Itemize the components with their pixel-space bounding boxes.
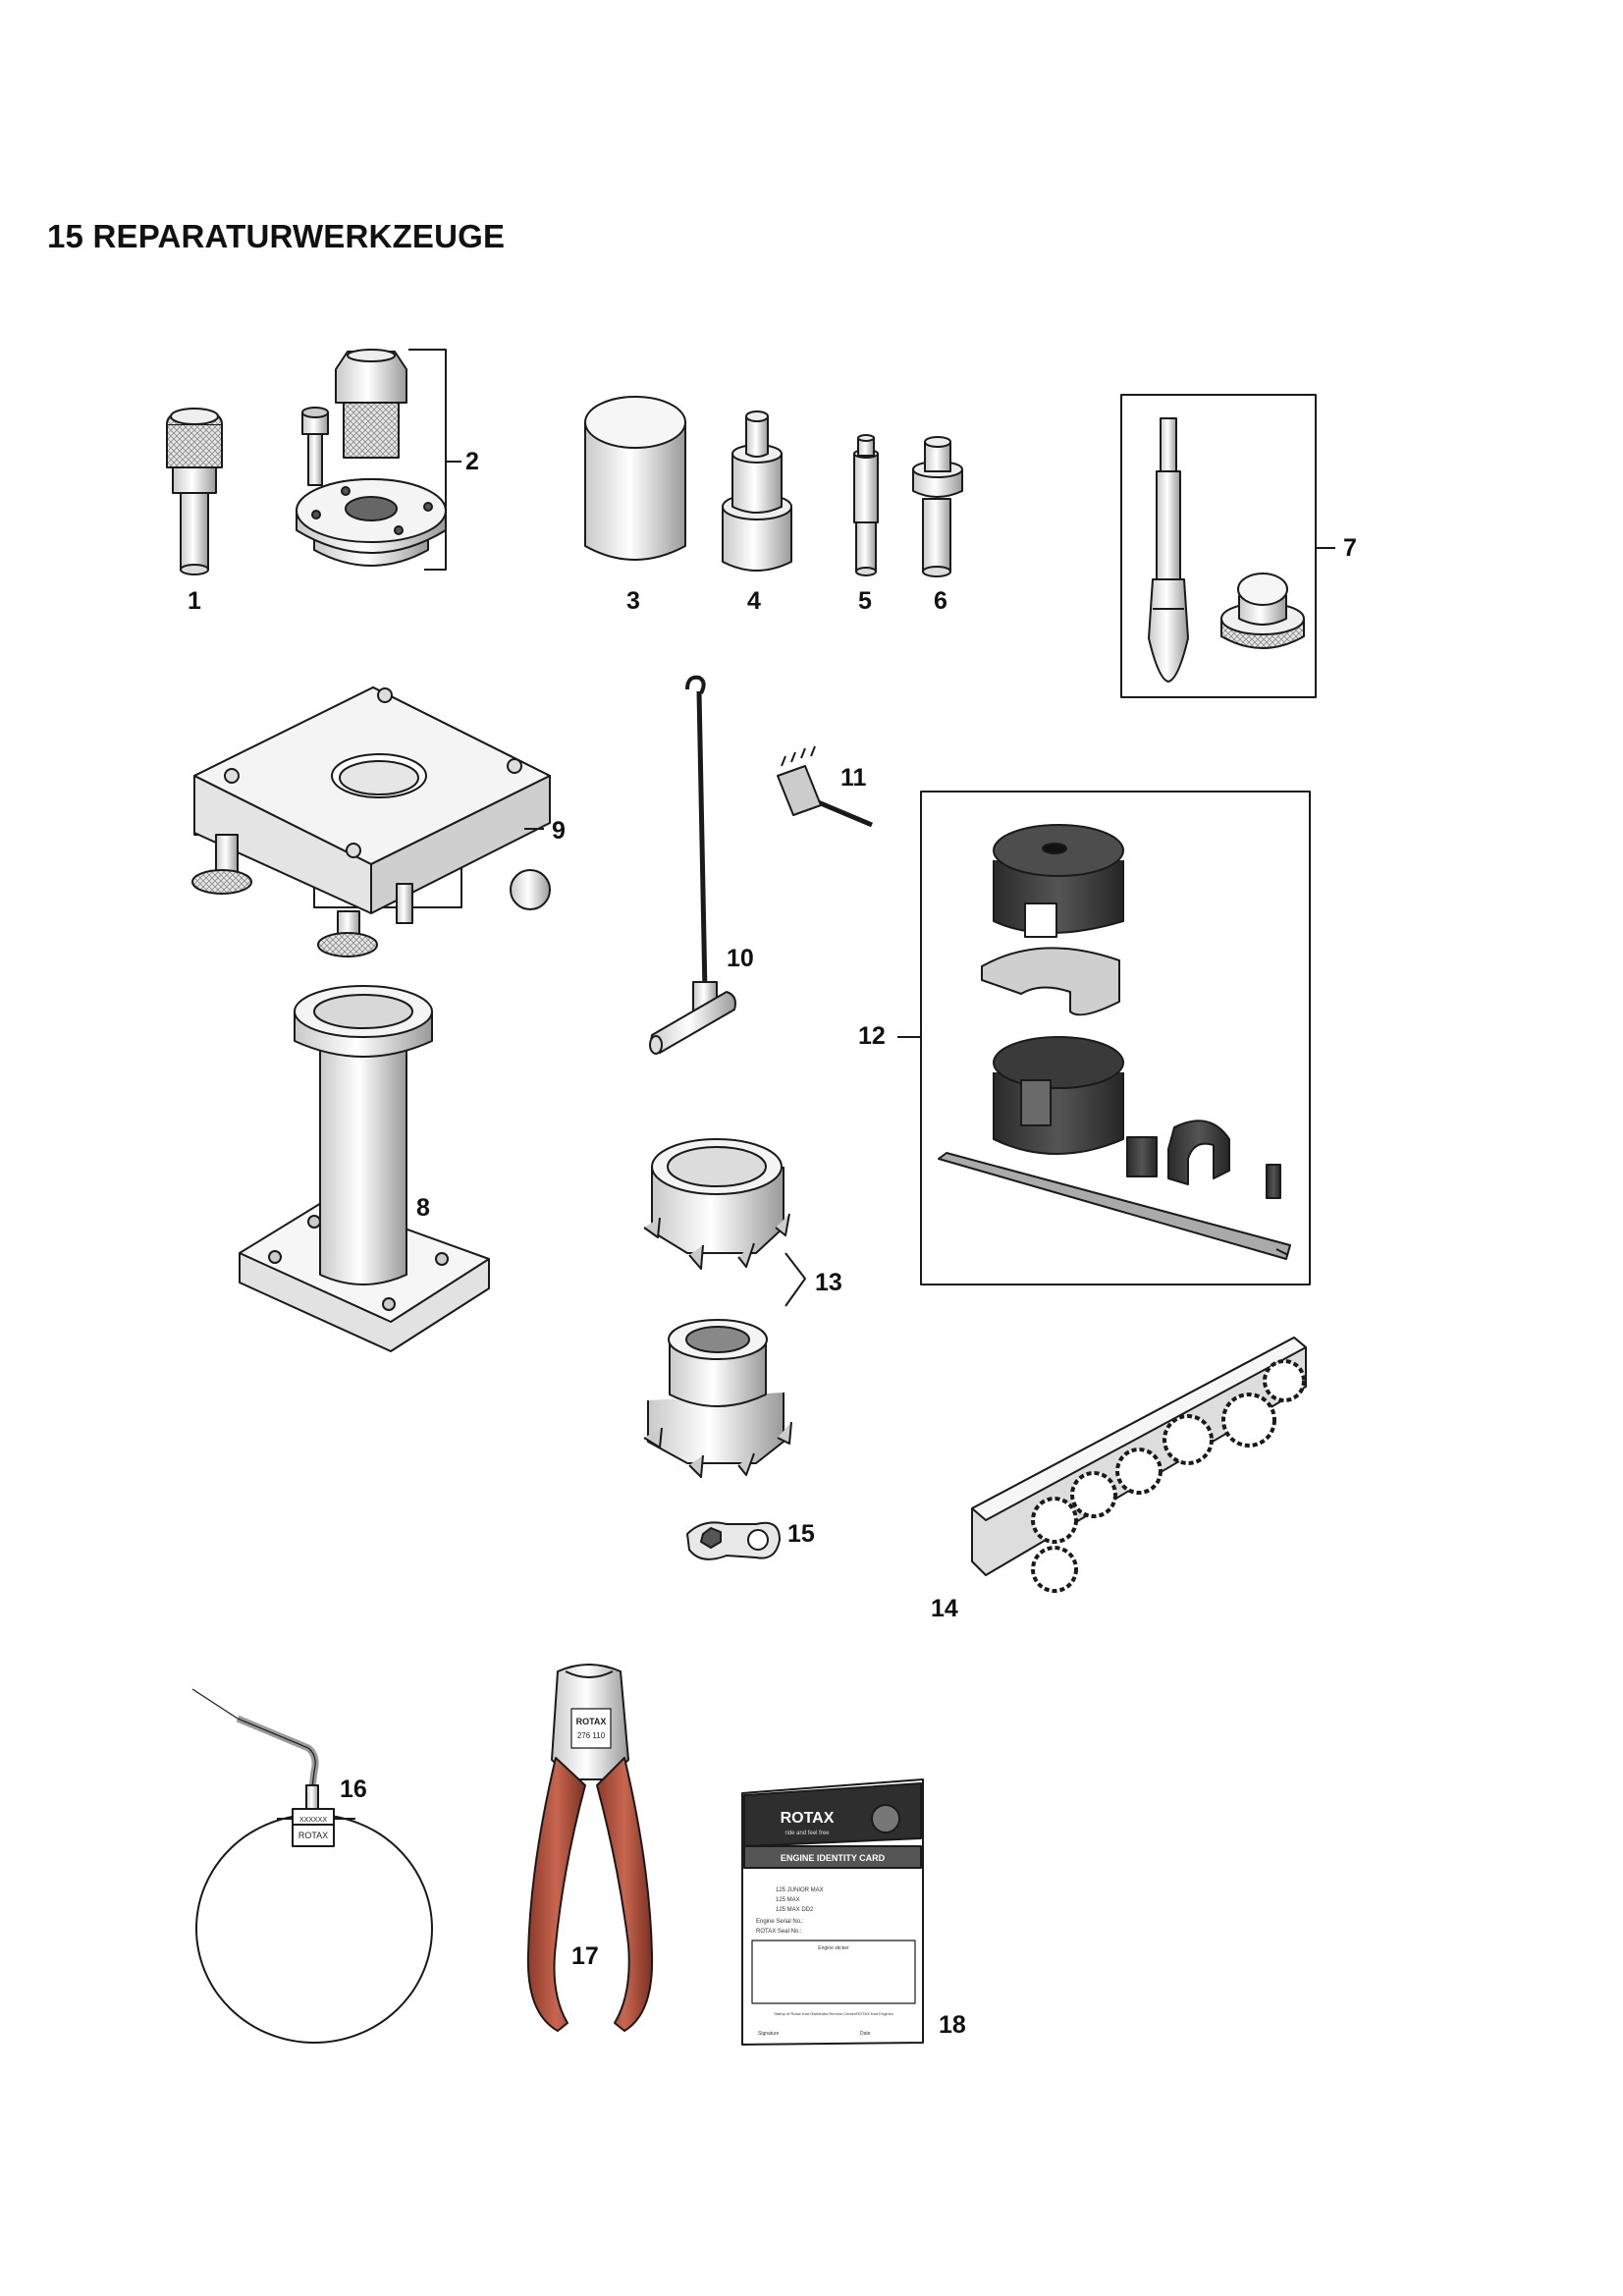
- tool-17-sealing-pliers: [526, 1664, 654, 2032]
- tool-15-wrench: [686, 1521, 781, 1560]
- callout-6: 6: [934, 587, 947, 615]
- callout-7: 7: [1343, 534, 1357, 562]
- seal-labels: XXXXXX ROTAX ROTAX 276 110 ROTAX ride an…: [298, 1717, 893, 2037]
- card-option-3: 125 MAX DD2: [776, 1907, 814, 1913]
- tool-5-pin: [853, 434, 879, 576]
- callout-3: 3: [626, 587, 640, 615]
- callout-15: 15: [787, 1520, 815, 1548]
- seal-text-top: XXXXXX: [299, 1817, 327, 1824]
- tool-14-gear-plate: [971, 1337, 1307, 1593]
- tool-3-sleeve: [584, 396, 686, 561]
- seal-text-brand: ROTAX: [298, 1831, 328, 1840]
- card-heading: ENGINE IDENTITY CARD: [781, 1853, 886, 1863]
- tool-1-locking-pin: [166, 408, 223, 575]
- card-subtitle: ride and feel free: [784, 1831, 830, 1836]
- callout-2: 2: [465, 448, 479, 475]
- pliers-label-brand: ROTAX: [576, 1717, 607, 1726]
- card-footer-note: Stamp of Rotax Kart Distributor/Service …: [774, 2011, 893, 2016]
- card-seal-label: ROTAX Seal No.:: [756, 1929, 802, 1935]
- callout-1: 1: [188, 587, 201, 615]
- tool-9-mounting-plate: [191, 686, 551, 957]
- callout-8: 8: [416, 1194, 430, 1222]
- tool-11-fork-gauge: [777, 745, 873, 828]
- callout-4: 4: [747, 587, 761, 615]
- callout-16: 16: [340, 1776, 367, 1803]
- callout-5: 5: [858, 587, 872, 615]
- callout-18: 18: [939, 2011, 966, 2039]
- callout-12: 12: [858, 1022, 886, 1050]
- tool-4-mandrel: [722, 410, 792, 572]
- callout-14: 14: [931, 1595, 958, 1622]
- page-title: 15 REPARATURWERKZEUGE: [47, 218, 506, 254]
- card-option-1: 125 JUNIOR MAX: [776, 1887, 824, 1893]
- tool-6-shouldered-pin: [912, 436, 963, 577]
- card-brand: ROTAX: [781, 1810, 835, 1827]
- tool-16-wire-seal: [191, 1688, 433, 2044]
- callout-11: 11: [840, 764, 867, 792]
- tool-10-t-hook: [649, 675, 736, 1055]
- card-serial-label: Engine Serial No.:: [756, 1919, 804, 1925]
- pliers-label-number: 276 110: [577, 1731, 606, 1740]
- tool-18-identity-card: [741, 1778, 924, 2046]
- callout-9: 9: [552, 817, 566, 845]
- tool-8-engine-stand: [239, 985, 490, 1352]
- callout-10: 10: [727, 945, 754, 972]
- card-option-2: 125 MAX: [776, 1897, 800, 1903]
- tool-7-drift-set: [1120, 394, 1335, 698]
- card-box-label: Engine sticker: [818, 1945, 849, 1951]
- card-signature-label: Signature: [758, 2031, 780, 2037]
- tool-13-crown-tools: [643, 1138, 806, 1478]
- callout-13: 13: [815, 1269, 842, 1296]
- tool-2-puller-kit: [296, 349, 461, 571]
- tool-12-puller-set: [897, 791, 1311, 1285]
- callout-17: 17: [571, 1942, 599, 1970]
- card-date-label: Date: [860, 2031, 871, 2037]
